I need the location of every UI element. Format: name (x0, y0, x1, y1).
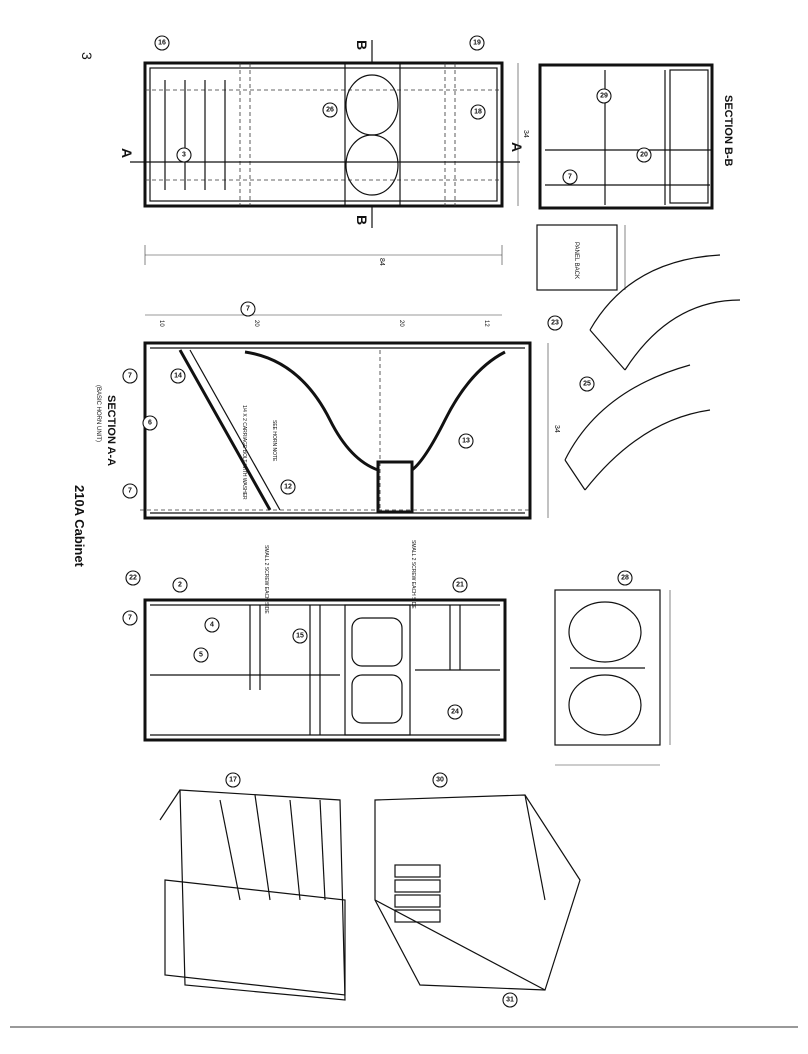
section-bb-view: SECTION B-B (538, 63, 734, 210)
page-number: 3 (79, 52, 95, 60)
note-horn: SEE HORN NOTE (271, 420, 277, 462)
callout-21: 21 (452, 577, 468, 593)
dim-section-height: 34 (553, 425, 560, 433)
section-marker-b-top: B (354, 40, 370, 50)
svg-text:16: 16 (158, 40, 166, 47)
horn-profile-details (564, 254, 741, 491)
dim-overall-height: 34 (522, 130, 529, 138)
callout-25: 25 (579, 376, 595, 392)
section-marker-b-bottom: B (354, 215, 370, 225)
note-carriage-bolt: 1/4 X 2 CARRIAGE BOLT WITH WASHER (241, 405, 247, 500)
callout-26: 26 (322, 102, 338, 118)
svg-text:28: 28 (621, 575, 629, 582)
callout-20: 20 (636, 147, 652, 163)
cabinet-title: 210A Cabinet (72, 485, 87, 568)
svg-text:7: 7 (128, 488, 132, 495)
panel-back-view: PANEL BACK (536, 224, 626, 291)
front-elevation-view (143, 598, 507, 742)
callout-29: 29 (596, 88, 612, 104)
length-dimension: 84 10 20 20 12 (144, 245, 503, 327)
svg-text:19: 19 (473, 40, 481, 47)
svg-text:7: 7 (568, 174, 572, 181)
callout-18: 18 (470, 104, 486, 120)
callout-28: 28 (617, 570, 633, 586)
dim-overall-length: 84 (378, 258, 385, 266)
dim-seg-4: 12 (483, 320, 489, 327)
note-wood-screw: SMALL 2 SCREW EACH SIDE (263, 545, 269, 614)
iso-frame-view (159, 789, 346, 1001)
callout-4: 4 (204, 617, 220, 633)
callout-16: 16 (154, 35, 170, 51)
callout-7c: 7 (240, 301, 256, 317)
svg-text:15: 15 (296, 633, 304, 640)
dim-seg-3: 20 (398, 320, 404, 327)
svg-text:24: 24 (451, 709, 459, 716)
note-wood-screw-2: SMALL 2 SCREW EACH SIDE (410, 540, 416, 609)
top-view: A A B B 34 (119, 40, 529, 228)
svg-text:14: 14 (174, 373, 182, 380)
dim-seg-1: 10 (158, 320, 164, 327)
svg-text:2: 2 (178, 582, 182, 589)
svg-text:25: 25 (583, 381, 591, 388)
callout-7d: 7 (562, 169, 578, 185)
callout-30: 30 (432, 772, 448, 788)
section-aa-title: SECTION A-A (105, 395, 117, 466)
svg-text:17: 17 (229, 777, 237, 784)
svg-text:18: 18 (474, 109, 482, 116)
svg-text:4: 4 (210, 622, 214, 629)
callout-12: 12 (280, 479, 296, 495)
svg-text:13: 13 (462, 438, 470, 445)
svg-text:6: 6 (148, 420, 152, 427)
dim-seg-2: 20 (253, 320, 259, 327)
callout-13: 13 (458, 433, 474, 449)
callout-5: 5 (193, 647, 209, 663)
callout-14: 14 (170, 368, 186, 384)
svg-text:31: 31 (506, 997, 514, 1004)
section-marker-a-left: A (119, 148, 135, 158)
callout-23: 23 (547, 315, 563, 331)
svg-text:30: 30 (436, 777, 444, 784)
callout-17: 17 (225, 772, 241, 788)
iso-shell-view (374, 794, 581, 991)
svg-text:12: 12 (284, 484, 292, 491)
svg-text:29: 29 (600, 93, 608, 100)
svg-text:23: 23 (551, 320, 559, 327)
svg-text:20: 20 (640, 152, 648, 159)
section-marker-a-right: A (509, 142, 525, 152)
svg-text:7: 7 (246, 306, 250, 313)
callout-6: 6 (142, 415, 158, 431)
section-aa-view: SECTION A-A (BASIC HORN UNIT) 1/4 X 2 CA… (95, 341, 560, 614)
svg-text:21: 21 (456, 582, 464, 589)
callout-22: 22 (125, 570, 141, 586)
page-bottom-rule (10, 1026, 798, 1028)
callout-2: 2 (172, 577, 188, 593)
svg-text:3: 3 (182, 152, 186, 159)
svg-text:7: 7 (128, 373, 132, 380)
svg-text:5: 5 (199, 652, 203, 659)
callout-7e: 7 (122, 610, 138, 626)
callout-7a: 7 (122, 368, 138, 384)
svg-text:22: 22 (129, 575, 137, 582)
callout-24: 24 (447, 704, 463, 720)
callout-31: 31 (502, 992, 518, 1008)
section-aa-subtitle: (BASIC HORN UNIT) (95, 385, 101, 442)
mounting-panel-view (554, 589, 671, 766)
svg-text:7: 7 (128, 615, 132, 622)
callout-15: 15 (292, 628, 308, 644)
svg-text:26: 26 (326, 107, 334, 114)
section-bb-title: SECTION B-B (722, 95, 734, 167)
callout-3: 3 (176, 147, 192, 163)
callout-7b: 7 (122, 483, 138, 499)
callout-19: 19 (469, 35, 485, 51)
panel-back-label: PANEL BACK (573, 242, 579, 279)
